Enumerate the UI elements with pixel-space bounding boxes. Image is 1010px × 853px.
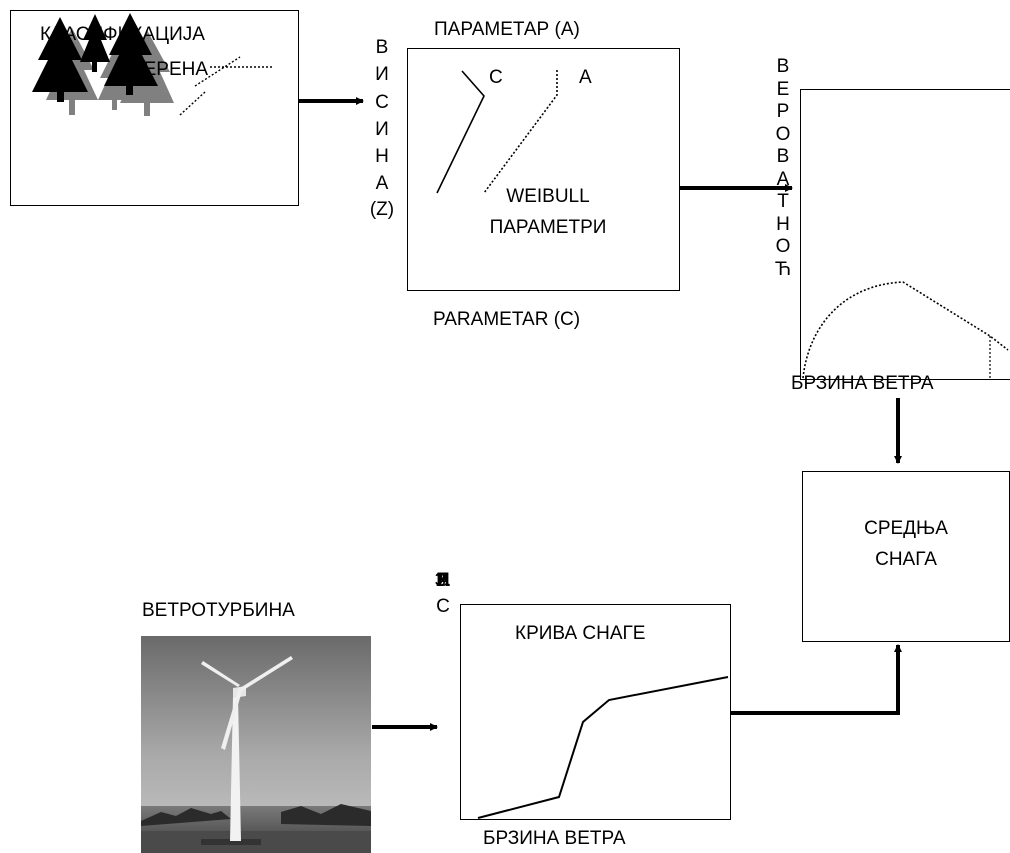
power-curve-line — [477, 676, 729, 819]
terrain-label-line1: КЛАСИФИКАЦИЈА — [40, 24, 205, 45]
output-letter: Н — [436, 570, 450, 591]
probability-axis-label: В Е Р О В А Т Н О Ћ — [766, 56, 800, 290]
weibull-center-line1: WEIBULL — [506, 186, 590, 207]
probability-curve — [802, 281, 1009, 379]
probability-letter: Р — [776, 101, 790, 122]
weibull-curve-c — [436, 70, 485, 194]
height-axis-label: В И С И Н А (Z) — [365, 37, 415, 220]
arrow-curve-to-power — [731, 650, 900, 715]
output-letter: Л — [436, 570, 450, 591]
weibull-top-label: ПАРАМЕТАР (А) — [434, 19, 580, 40]
output-letter: А — [436, 570, 450, 591]
weibull-curve-a — [483, 70, 558, 194]
probability-letter: Н — [776, 213, 790, 235]
weibull-box — [407, 48, 680, 291]
weibull-curve-c-label: C — [489, 67, 503, 88]
output-letter: И — [436, 570, 450, 591]
wind-turbine-photo — [141, 636, 371, 853]
terrain-label-line2: ТЕРЕНА — [132, 59, 209, 80]
height-letter: И — [375, 64, 389, 86]
weibull-bottom-label: PARAMETAR (C) — [433, 309, 581, 330]
output-letter: Г — [437, 570, 449, 591]
output-letter: А — [436, 570, 450, 591]
weibull-center-line2: ПАРАМЕТРИ — [489, 217, 607, 238]
height-letter: Н — [375, 146, 389, 168]
height-letter: (Z) — [369, 198, 395, 220]
probability-letter: Е — [776, 78, 790, 100]
turbine-label: ВЕТРОТУРБИНА — [142, 600, 295, 621]
probability-letter: А — [776, 168, 790, 190]
probability-x-label: БРЗИНА ВЕТРА — [791, 373, 934, 394]
output-letter: З — [437, 570, 449, 591]
output-letter: А — [436, 570, 450, 591]
probability-letter: В — [776, 146, 790, 167]
height-letter: А — [375, 173, 389, 195]
height-letter: И — [375, 118, 389, 140]
weibull-curve-a-label: A — [579, 67, 592, 88]
probability-box — [800, 89, 1010, 380]
probability-letter: В — [776, 56, 790, 77]
power-curve-box — [460, 604, 731, 820]
terrain-box — [10, 10, 299, 206]
mean-power-line1: СРЕДЊА — [864, 518, 948, 539]
probability-letter: Т — [777, 191, 789, 212]
mean-power-line2: СНАГА — [875, 549, 937, 570]
probability-letter: Ћ — [774, 258, 792, 280]
output-letter: З. — [434, 570, 452, 591]
height-letter: С — [375, 91, 389, 113]
power-curve-x-label: БРЗИНА ВЕТРА — [483, 828, 626, 849]
output-letter: С — [436, 596, 450, 617]
probability-letter: О — [775, 236, 791, 257]
height-letter: В — [375, 37, 389, 58]
power-curve-title: КРИВА СНАГЕ — [515, 623, 646, 644]
probability-letter: О — [775, 123, 791, 145]
